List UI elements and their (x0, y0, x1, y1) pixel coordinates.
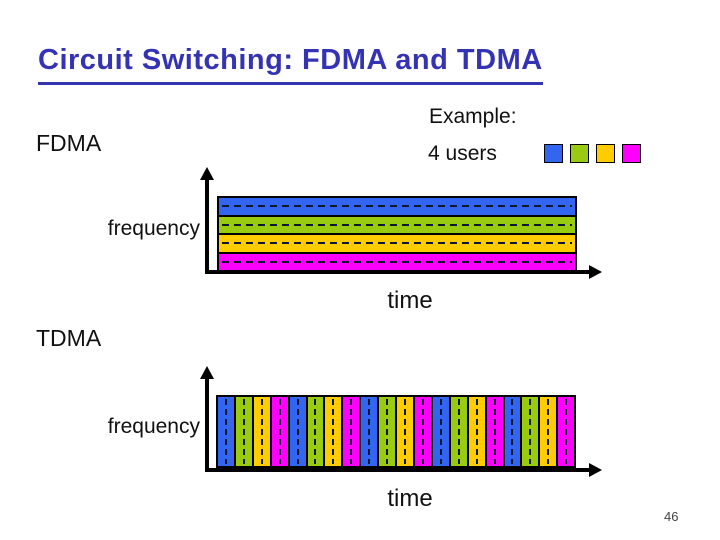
tdma-y-axis (205, 378, 209, 472)
dashed-divider (421, 399, 424, 464)
dashed-divider (242, 399, 245, 464)
fdma-x-axis-arrowhead-icon (589, 265, 602, 279)
dashed-divider (368, 399, 371, 464)
tdma-time-slots (216, 395, 576, 468)
user-swatch-blue (544, 144, 563, 163)
fdma-band-blue (219, 198, 575, 217)
tdma-time-axis-label: time (387, 485, 433, 512)
dashed-divider (222, 260, 572, 263)
tdma-x-axis (205, 468, 590, 472)
tdma-slot-yellow (540, 397, 559, 466)
dashed-divider (386, 399, 389, 464)
fdma-section-label: FDMA (36, 130, 102, 156)
tdma-slot-green (235, 397, 254, 466)
tdma-slot-blue (289, 397, 308, 466)
dashed-divider (224, 399, 227, 464)
dashed-divider (278, 399, 281, 464)
tdma-slot-green (379, 397, 398, 466)
tdma-slot-blue (504, 397, 523, 466)
tdma-slot-yellow (253, 397, 272, 466)
tdma-x-axis-arrowhead-icon (589, 463, 602, 477)
fdma-band-yellow (219, 235, 575, 254)
example-users-count: 4 users (428, 142, 497, 165)
user-swatch-green (570, 144, 589, 163)
fdma-frequency-axis-label: frequency (107, 217, 200, 240)
dashed-divider (565, 399, 568, 464)
fdma-y-axis-arrowhead-icon (200, 167, 214, 180)
tdma-slot-magenta (558, 397, 575, 466)
fdma-frequency-bands (217, 196, 577, 272)
dashed-divider (457, 399, 460, 464)
slide-title: Circuit Switching: FDMA and TDMA (38, 44, 543, 85)
dashed-divider (404, 399, 407, 464)
dashed-divider (332, 399, 335, 464)
user-swatch-magenta (622, 144, 641, 163)
tdma-y-axis-arrowhead-icon (200, 366, 214, 379)
tdma-slot-magenta (343, 397, 362, 466)
dashed-divider (475, 399, 478, 464)
tdma-slot-green (522, 397, 541, 466)
dashed-divider (350, 399, 353, 464)
fdma-band-magenta (219, 253, 575, 270)
user-color-legend (544, 144, 648, 163)
tdma-slot-blue (432, 397, 451, 466)
tdma-slot-green (307, 397, 326, 466)
tdma-frequency-axis-label: frequency (107, 415, 200, 438)
dashed-divider (314, 399, 317, 464)
dashed-divider (493, 399, 496, 464)
fdma-x-axis (205, 270, 590, 274)
dashed-divider (222, 205, 572, 208)
tdma-slot-magenta (271, 397, 290, 466)
tdma-slot-yellow (468, 397, 487, 466)
dashed-divider (260, 399, 263, 464)
dashed-divider (547, 399, 550, 464)
tdma-slot-blue (218, 397, 236, 466)
fdma-band-green (219, 216, 575, 235)
tdma-slot-magenta (414, 397, 433, 466)
tdma-slot-blue (361, 397, 380, 466)
dashed-divider (222, 223, 572, 226)
tdma-slot-magenta (486, 397, 505, 466)
dashed-divider (222, 242, 572, 245)
tdma-slot-yellow (397, 397, 415, 466)
tdma-slot-yellow (325, 397, 344, 466)
dashed-divider (439, 399, 442, 464)
tdma-section-label: TDMA (36, 325, 102, 351)
page-number: 46 (664, 509, 679, 524)
example-heading: Example: (429, 105, 517, 128)
dashed-divider (529, 399, 532, 464)
fdma-y-axis (205, 179, 209, 274)
dashed-divider (296, 399, 299, 464)
user-swatch-yellow (596, 144, 615, 163)
dashed-divider (511, 399, 514, 464)
tdma-slot-green (450, 397, 469, 466)
fdma-time-axis-label: time (387, 287, 433, 314)
